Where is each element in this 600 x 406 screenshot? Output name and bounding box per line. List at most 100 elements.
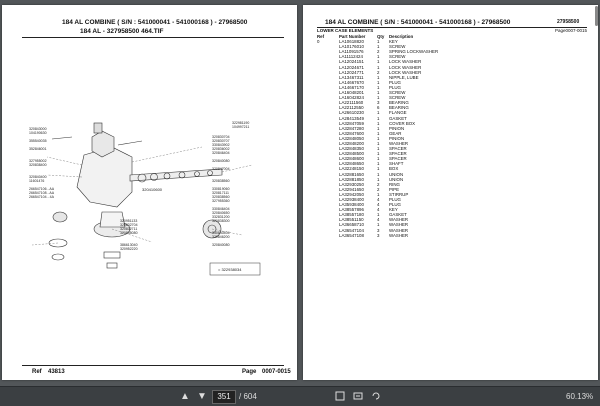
cell-description: SCREW [389, 95, 406, 101]
cell-qty: 1 [377, 79, 380, 85]
cell-description: BEARING [389, 105, 409, 111]
viewer-toolbar: ▲ ▼ 351 / 604 60.13% [0, 386, 600, 406]
cell-qty: 1 [377, 166, 380, 172]
cell-part-number: LA36658710 [339, 222, 364, 228]
cell-qty: 1 [377, 176, 380, 182]
cell-description: PIPE [389, 186, 400, 192]
cell-part-number: LA38557180 [339, 212, 364, 218]
cell-description: LOCK WASHER [389, 64, 422, 70]
diagram-part-label: 332831200 [212, 215, 230, 219]
cell-qty: 1 [377, 130, 380, 136]
cell-part-number: LA35938400 [339, 202, 364, 208]
cell-description: KEY [389, 207, 398, 213]
table-row: LA36658710 1 WASHER [317, 222, 440, 227]
right-page: 184 AL COMBINE ( S/N : 541000041 - 54100… [303, 5, 598, 380]
rotate-icon[interactable] [369, 387, 383, 406]
fit-width-icon[interactable] [351, 387, 365, 406]
page-subtitle: 184 AL - 327958500 464.TIF [80, 28, 164, 35]
cell-part-number: LA36547104 [339, 227, 364, 233]
diagram-part-label: 266547106 - AA [29, 187, 55, 191]
doc-number: 27958500 [557, 19, 580, 25]
diagram-part-label: 320832704 [120, 223, 138, 227]
cell-description: GEAR [389, 130, 402, 136]
cell-part-number: LA12024151 [339, 59, 364, 65]
cell-part-number: LA12024771 [339, 69, 364, 75]
cell-part-number: LA32848200 [339, 140, 364, 146]
cell-qty: 1 [377, 191, 380, 197]
page-label: Page [242, 369, 257, 375]
cell-description: WASHER [389, 222, 409, 228]
cell-part-number: LA16042824 [339, 95, 364, 101]
cell-description: GASKET [389, 212, 407, 218]
col-ref: Ref [317, 34, 325, 39]
cell-part-number: LA32847059 [339, 120, 364, 126]
cell-description: NIPPLE, LUBE [389, 74, 419, 80]
prev-page-icon[interactable]: ▲ [180, 391, 190, 402]
diagram-part-label: 104997211 [232, 125, 250, 129]
cell-qty: 3 [377, 100, 380, 106]
diagram-part-label: 352846001 [29, 147, 47, 151]
diagram-part-label: 266547104 - 4A [29, 195, 54, 199]
cell-part-number: LA16048201 [339, 90, 364, 96]
cell-qty: 1 [377, 161, 380, 167]
cell-qty: 1 [377, 222, 380, 228]
ref-label: Ref [32, 369, 42, 375]
cell-description: SHAFT [389, 161, 404, 167]
cell-qty: 2 [377, 49, 380, 55]
cell-description: SPACER [389, 146, 407, 152]
diagram-part-label: 320840400 [29, 175, 47, 179]
diagram-part-label: 320830707 [212, 139, 230, 143]
diagram-part-label: 320843000 [29, 127, 47, 131]
diagram-part-label: 320952220 [120, 247, 138, 251]
scrollbar-thumb[interactable] [595, 6, 598, 26]
cell-qty: 1 [377, 146, 380, 152]
cell-qty: 1 [377, 171, 380, 177]
cell-part-number: LA10618820 [339, 39, 364, 45]
diagram-part-label: 320838560 [212, 195, 230, 199]
cell-qty: 1 [377, 115, 380, 121]
header-rule [317, 27, 587, 28]
cell-description: RING [389, 181, 400, 187]
zoom-level[interactable]: 60.13% [566, 392, 594, 401]
col-part-number: Part Number [339, 34, 366, 39]
fit-page-icon[interactable] [333, 387, 347, 406]
next-page-icon[interactable]: ▼ [197, 391, 207, 402]
cell-description: PLUG [389, 79, 401, 85]
cell-qty: 2 [377, 181, 380, 187]
cell-part-number: LA22111560 [339, 100, 364, 106]
cell-qty: 1 [377, 135, 380, 141]
cell-part-number: LA11112424 [339, 54, 363, 60]
cell-description: GASKET [389, 115, 407, 121]
footer-rule [22, 365, 284, 366]
header-rule [22, 37, 284, 38]
cell-description: SPACER [389, 151, 407, 157]
diagram-part-label: 266547108 - AA [29, 191, 55, 195]
cell-part-number: LA32848050 [339, 135, 364, 141]
callout-label: 320410600 [142, 187, 163, 192]
diagram-part-label: 11601476 [29, 179, 45, 183]
cell-description: WASHER [389, 217, 409, 223]
diagram-part-label: 320838300 [212, 219, 230, 223]
diagram-part-label: 330819060 [212, 187, 230, 191]
diagram-part-label: 355540035 [29, 139, 47, 143]
cell-qty: 1 [377, 59, 380, 65]
cell-part-number: LA32848500 [339, 151, 364, 157]
page-number-input[interactable]: 351 [212, 390, 236, 404]
diagram-part-label: 320817111 [212, 191, 229, 195]
